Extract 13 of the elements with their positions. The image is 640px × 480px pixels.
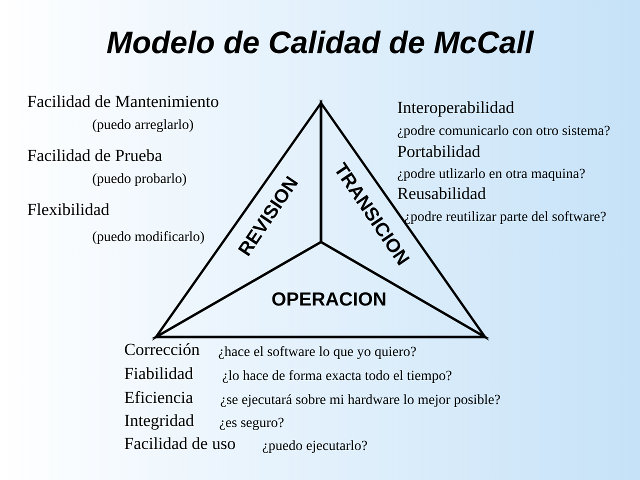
label: ¿es seguro? [220,418,284,430]
title: Modelo de Calidad de McCall [106,30,534,54]
label: Eficiencia [124,391,193,404]
label: ¿se ejecutará sobre mi hardware lo mejor posible? [220,394,500,407]
label: Facilidad de uso [124,437,235,450]
label: Corrección [124,343,200,356]
label: Integridad [124,414,194,430]
label: ¿puedo ejecutarlo? [262,440,367,453]
label: Flexibilidad [28,203,110,216]
label: ¿lo hace de forma exacta todo el tiempo? [222,370,452,383]
label: ¿hace el software lo que yo quiero? [218,346,416,360]
label: Portabilidad [398,145,480,158]
label: Fiabilidad [124,367,193,380]
